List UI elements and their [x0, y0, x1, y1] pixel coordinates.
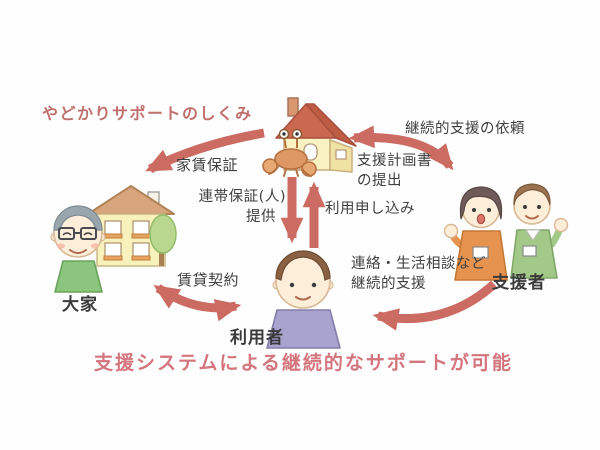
arrow-lease-contract: [153, 284, 242, 322]
arrow-support-request-and-plan: [348, 125, 454, 171]
arrow-label-lease-contract: 賃貸契約: [177, 271, 240, 289]
arrow-rent-guarantee: [145, 128, 265, 174]
user-illustration: [266, 250, 341, 349]
diagram-title: やどかりサポートのしくみ: [42, 104, 253, 123]
diagram-footer: 支援システムによる継続的なサポートが可能: [94, 352, 513, 374]
arrow-label-rent-guarantee: 家賃保証: [176, 156, 239, 174]
arrow-label-support-plan-line2: の提出: [357, 173, 402, 189]
supporters-illustration: [443, 183, 569, 281]
arrow-label-ongoing-support-line1: 連絡・生活相談など: [351, 256, 486, 272]
arrow-label-guarantor-line2: 提供: [246, 209, 276, 225]
landlord-illustration: [50, 205, 106, 293]
actor-label-landlord: 大家: [62, 295, 98, 315]
arrow-label-support-plan-line1: 支援計画書: [357, 153, 432, 169]
arrow-ongoing-support: [372, 280, 498, 331]
arrow-layer: [145, 125, 498, 331]
arrow-label-application: 利用申し込み: [325, 201, 415, 217]
arrow-label-guarantor-line1: 連帯保証(人): [198, 189, 286, 205]
arrow-label-support-request: 継続的支援の依頼: [405, 121, 525, 137]
hermit-crab-house-illustration: [262, 97, 357, 177]
actor-label-user: 利用者: [230, 328, 284, 348]
arrow-label-guarantor: 連帯保証(人) 提供: [190, 187, 286, 227]
actor-label-supporters: 支援者: [492, 273, 546, 293]
arrow-label-support-plan: 支援計画書 の提出: [357, 151, 432, 191]
arrow-label-ongoing-support-line2: 継続的支援: [351, 276, 426, 292]
arrow-label-ongoing-support: 連絡・生活相談など 継続的支援: [351, 254, 486, 294]
